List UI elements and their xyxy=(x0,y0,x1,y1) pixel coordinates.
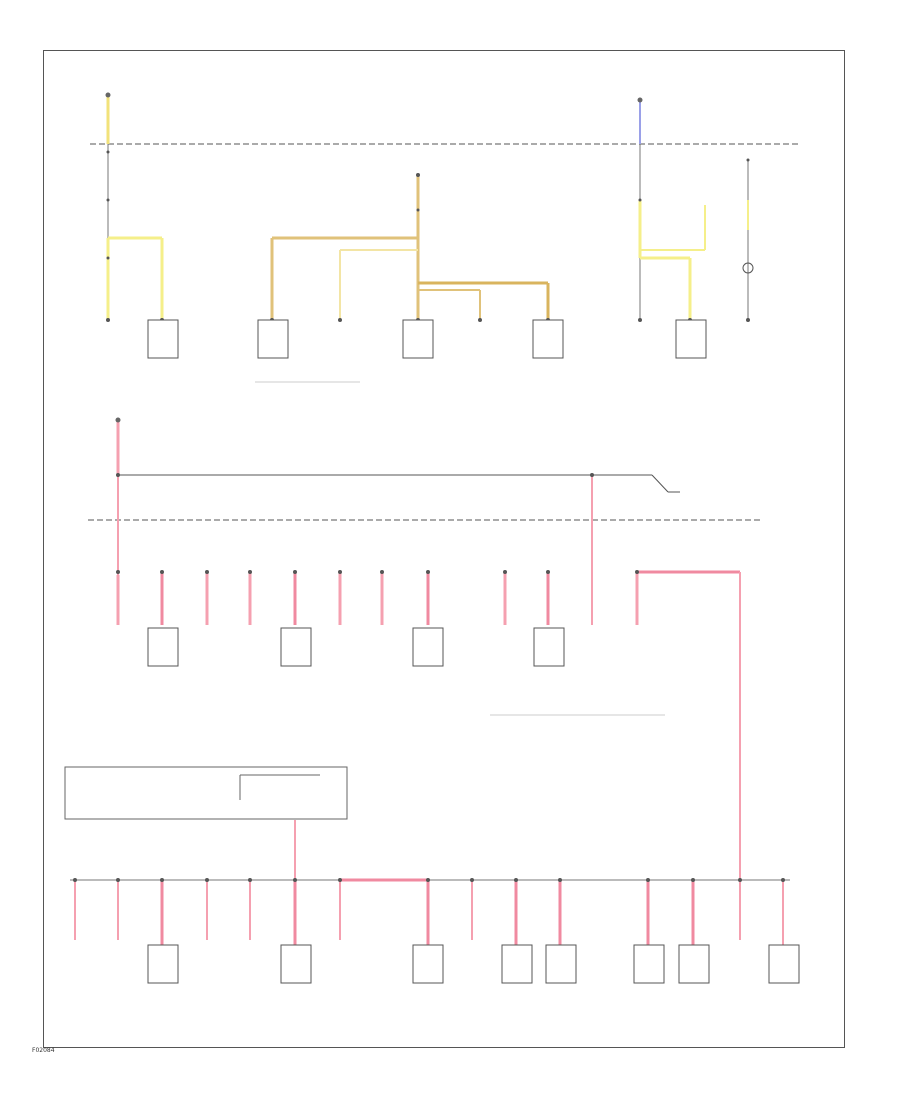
middle-components xyxy=(147,627,565,667)
component-box xyxy=(257,319,289,359)
component-box xyxy=(402,319,434,359)
dashed-fuse-box xyxy=(64,766,348,820)
diagram-frame xyxy=(43,50,845,1048)
bottom-components xyxy=(147,944,800,984)
middle-branches xyxy=(116,570,741,880)
switch-icon xyxy=(651,474,669,493)
lamp-icon xyxy=(742,262,754,274)
component-box xyxy=(532,319,564,359)
component-box xyxy=(675,319,707,359)
connector-dot xyxy=(105,92,111,98)
bottom-branches xyxy=(73,878,785,945)
component-box xyxy=(147,319,179,359)
figure-id: F02084 xyxy=(32,1047,55,1054)
